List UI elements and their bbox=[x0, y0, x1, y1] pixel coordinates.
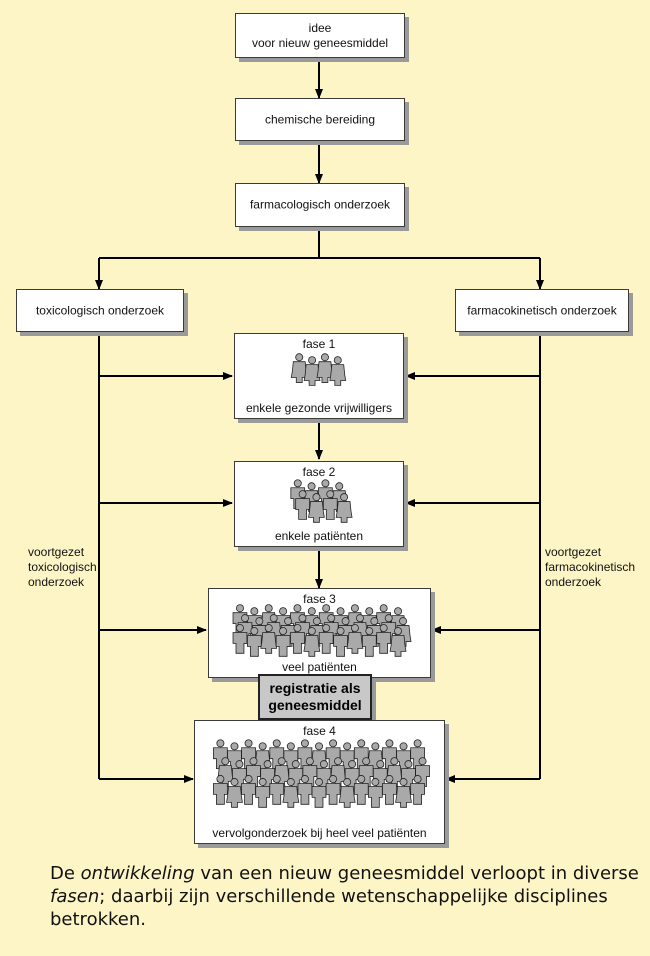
caption-part3: ; daarbij zijn verschillende wetenschapp… bbox=[50, 886, 608, 930]
box-chem-label: chemische bereiding bbox=[264, 112, 376, 126]
person-icon bbox=[333, 627, 348, 657]
person-icon bbox=[329, 356, 347, 386]
phase-3-people bbox=[232, 604, 412, 657]
side-label-left: voortgezet toxicologisch onderzoek bbox=[28, 545, 97, 590]
box-chemical-preparation: chemische bereiding bbox=[235, 98, 405, 141]
phase-1-title: fase 1 bbox=[302, 337, 336, 351]
caption-part1: De bbox=[50, 863, 81, 884]
person-icon bbox=[382, 775, 397, 805]
box-tox-label: toxicologisch onderzoek bbox=[35, 303, 165, 317]
person-icon bbox=[389, 627, 407, 657]
person-icon bbox=[303, 356, 321, 386]
person-icon bbox=[226, 778, 243, 808]
phase-2-title: fase 2 bbox=[302, 465, 336, 479]
person-icon bbox=[346, 624, 364, 654]
person-icon bbox=[303, 627, 321, 657]
box-toxicology: toxicologisch onderzoek bbox=[16, 289, 184, 332]
person-icon bbox=[318, 624, 334, 654]
phase-1-people bbox=[290, 353, 347, 386]
side-right-line2: farmacokinetisch bbox=[545, 560, 636, 574]
person-icon bbox=[275, 627, 291, 657]
person-icon bbox=[295, 490, 310, 520]
person-icon bbox=[247, 627, 262, 657]
registration-line1: registratie als bbox=[269, 680, 361, 696]
registration-line2: geneesmiddel bbox=[268, 697, 362, 713]
person-icon bbox=[269, 775, 285, 805]
person-icon bbox=[308, 493, 325, 523]
box-idea: idee voor nieuw geneesmiddel bbox=[235, 13, 405, 58]
phase-1-desc: enkele gezonde vrijwilligers bbox=[245, 401, 393, 415]
person-icon bbox=[322, 490, 338, 520]
box-phase-2: fase 2 enkele patiënten bbox=[234, 461, 404, 547]
person-icon bbox=[290, 624, 305, 654]
person-icon bbox=[335, 493, 353, 523]
phase-3-title: fase 3 bbox=[303, 592, 336, 606]
person-icon bbox=[395, 778, 412, 808]
box-pharmacokinetics: farmacokinetisch onderzoek bbox=[455, 289, 629, 332]
box-pharm-label: farmacologisch onderzoek bbox=[249, 197, 391, 212]
person-icon bbox=[316, 353, 334, 383]
caption-part2: van een nieuw geneesmiddel verloopt in d… bbox=[194, 863, 639, 884]
box-phase-1: fase 1 enkele gezonde vrijwilligers bbox=[234, 333, 404, 419]
person-icon bbox=[260, 624, 278, 654]
person-icon bbox=[282, 778, 300, 808]
flow-arrows bbox=[95, 58, 544, 783]
box-pharmacology: farmacologisch onderzoek bbox=[235, 183, 405, 227]
caption: De ontwikkeling van een nieuw geneesmidd… bbox=[50, 862, 640, 931]
side-left-line1: voortgezet bbox=[28, 545, 85, 559]
side-left-line2: toxicologisch bbox=[28, 560, 97, 574]
phase-4-desc: vervolgonderzoek bij heel veel patiënten bbox=[212, 826, 427, 840]
side-right-line3: onderzoek bbox=[545, 575, 602, 589]
box-idea-line1: idee bbox=[308, 20, 332, 35]
person-icon bbox=[325, 775, 341, 805]
person-icon bbox=[297, 775, 313, 805]
side-label-right: voortgezet farmacokinetisch onderzoek bbox=[545, 545, 635, 590]
phase-2-desc: enkele patiënten bbox=[274, 529, 364, 543]
person-icon bbox=[338, 778, 356, 808]
side-right-line1: voortgezet bbox=[545, 545, 602, 559]
side-left-line3: onderzoek bbox=[28, 575, 85, 589]
box-idea-line2: voor nieuw geneesmiddel bbox=[251, 35, 389, 50]
phase-4-title: fase 4 bbox=[303, 724, 336, 738]
person-icon bbox=[353, 775, 369, 805]
phase-4-people bbox=[213, 739, 430, 808]
person-icon bbox=[213, 775, 228, 805]
person-icon bbox=[410, 775, 425, 805]
phase-2-people bbox=[290, 479, 353, 523]
box-kin-label: farmacokinetisch onderzoek bbox=[467, 303, 617, 317]
box-phase-3: fase 3 veel patiënten bbox=[208, 588, 431, 678]
caption-emphasis-development: ontwikkeling bbox=[80, 863, 195, 884]
caption-emphasis-phases: fasen bbox=[50, 886, 100, 907]
phase-3-desc: veel patiënten bbox=[282, 660, 357, 674]
registration-box: registratie als geneesmiddel bbox=[258, 674, 372, 720]
person-icon bbox=[232, 624, 248, 654]
person-icon bbox=[376, 624, 392, 654]
person-icon bbox=[361, 627, 377, 657]
box-phase-4: fase 4 vervolgonderzoek bij heel veel pa… bbox=[194, 720, 445, 844]
